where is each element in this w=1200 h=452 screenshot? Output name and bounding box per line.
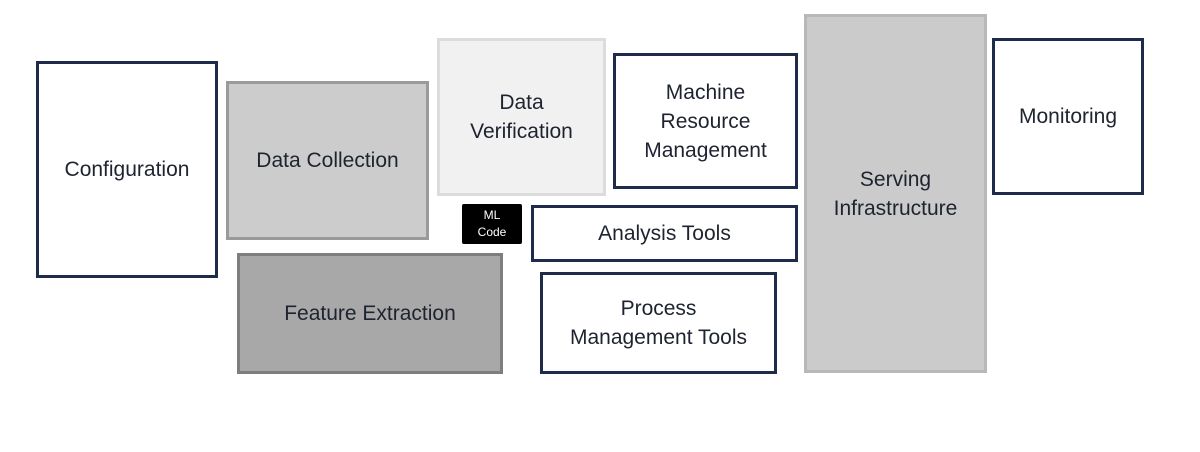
machine-resource-management-label: Machine Resource Management [644, 80, 767, 162]
data-collection-label: Data Collection [256, 149, 399, 172]
analysis-tools-box: Analysis Tools [531, 205, 798, 262]
data-verification-box: Data Verification [437, 38, 606, 196]
serving-infrastructure-label: Serving Infrastructure [833, 167, 958, 220]
feature-extraction-label: Feature Extraction [284, 302, 456, 325]
machine-resource-management-box: Machine Resource Management [613, 53, 798, 189]
monitoring-label: Monitoring [1018, 105, 1118, 128]
configuration-label: Configuration [64, 158, 190, 181]
process-management-tools-label: Process Management Tools [569, 297, 748, 349]
feature-extraction-box: Feature Extraction [237, 253, 503, 374]
process-management-tools-box: Process Management Tools [540, 272, 777, 374]
data-verification-label: Data Verification [470, 91, 573, 143]
data-collection-box: Data Collection [226, 81, 429, 240]
monitoring-box: Monitoring [992, 38, 1144, 195]
ml-code-label: ML Code [477, 208, 507, 239]
analysis-tools-label: Analysis Tools [598, 222, 731, 245]
serving-infrastructure-box: Serving Infrastructure [804, 14, 987, 373]
ml-code-box: ML Code [462, 204, 522, 244]
configuration-box: Configuration [36, 61, 218, 278]
